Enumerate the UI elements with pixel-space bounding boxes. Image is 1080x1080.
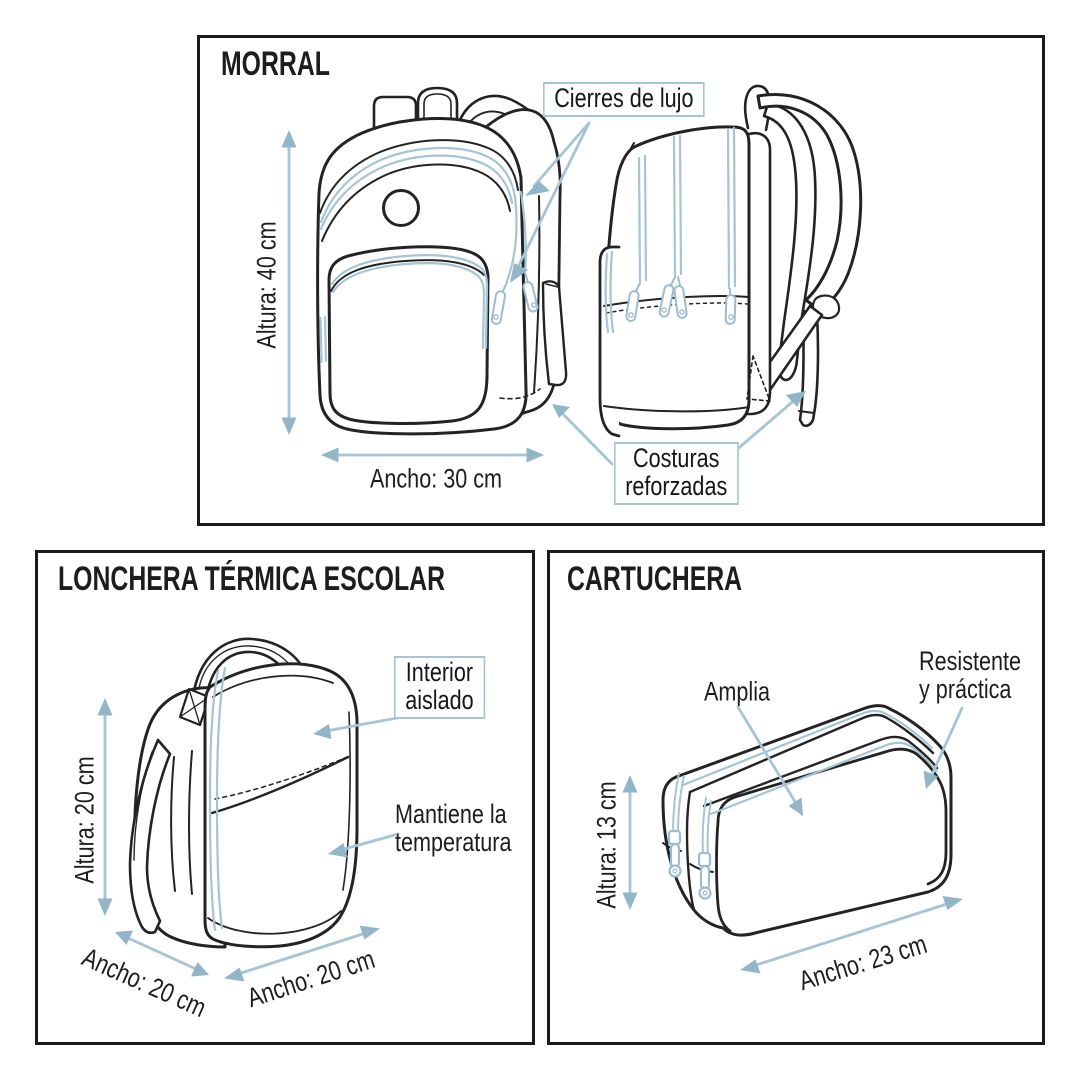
cartuchera-line-art (622, 704, 964, 974)
cartuchera-zipper-pulls (667, 829, 712, 900)
morral-height-label: Altura: 40 cm (251, 221, 282, 349)
morral-front-view-zipper-pulls (490, 272, 539, 325)
morral-side-view-zippers (604, 126, 737, 334)
cartuchera-height-label: Altura: 13 cm (591, 781, 622, 909)
lonchera-line-art (97, 637, 400, 982)
cartuchera-case-outline (661, 704, 953, 937)
morral-side-view-zipper-pulls (625, 276, 737, 325)
cartuchera-zipper-bands (681, 709, 939, 816)
lonchera-callout-insulated: Interior aislado (394, 656, 485, 719)
morral-front-view-outline (316, 86, 568, 436)
lonchera-dimension-arrows (97, 698, 400, 982)
morral-callout-zippers: Cierres de lujo (543, 82, 705, 117)
morral-front-view-zippers (319, 146, 527, 364)
panel-cartuchera: CARTUCHERA Altura: 13 cm Ancho: 23 cm Am… (547, 550, 1045, 1045)
lonchera-bag-outline (128, 637, 359, 949)
morral-dimension-arrows (281, 121, 806, 466)
morral-width-label: Ancho: 30 cm (369, 463, 503, 494)
lonchera-note-temperature: Mantiene la temperatura (395, 799, 512, 858)
morral-title: MORRAL (221, 45, 330, 83)
panel-morral: MORRAL Altura: 40 cm Ancho: 30 cm Cierre… (197, 35, 1045, 526)
cartuchera-note-roomy: Amplia (703, 676, 771, 707)
panel-lonchera: LONCHERA TÉRMICA ESCOLAR Altura: 20 cm A… (35, 550, 535, 1045)
morral-line-art (281, 84, 863, 466)
lonchera-zipper (208, 666, 227, 932)
lonchera-title: LONCHERA TÉRMICA ESCOLAR (58, 560, 446, 598)
morral-callout-seams: Costuras reforzadas (614, 442, 739, 505)
lonchera-height-label: Altura: 20 cm (69, 756, 100, 884)
cartuchera-title: CARTUCHERA (567, 560, 743, 598)
cartuchera-dimension-arrows (622, 705, 964, 974)
cartuchera-note-durable: Resistente y práctica (919, 646, 1022, 705)
